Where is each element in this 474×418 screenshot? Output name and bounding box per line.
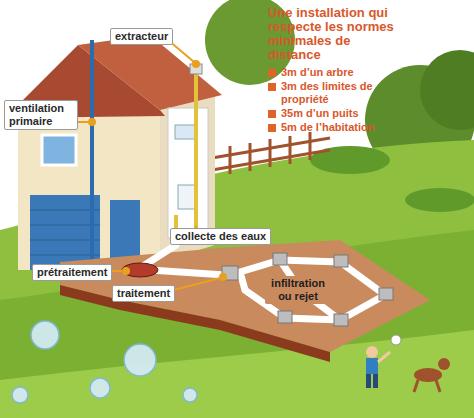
part-label: extracteur [110, 28, 173, 45]
part-label: prétraitement [32, 264, 112, 281]
legend-row: 5m de l’habitation [268, 121, 408, 134]
legend-title: Une installation qui respecte les normes… [268, 6, 400, 62]
legend-text: 35m d’un puits [281, 107, 359, 120]
legend-text: 3m des limites de propriété [281, 80, 408, 106]
part-label: traitement [112, 285, 175, 302]
legend-swatch [268, 110, 276, 118]
legend-swatch [268, 69, 276, 77]
legend-row: 35m d’un puits [268, 107, 408, 120]
part-label: ventilation primaire [4, 100, 78, 130]
legend-row: 3m des limites de propriété [268, 80, 408, 106]
legend-text: 5m de l’habitation [281, 121, 375, 134]
legend-text: 3m d’un arbre [281, 66, 354, 79]
legend-row: 3m d’un arbre [268, 66, 408, 79]
legend-swatch [268, 83, 276, 91]
part-label: infiltration ou rejet [265, 276, 331, 304]
part-label: collecte des eaux [170, 228, 271, 245]
legend-swatch [268, 124, 276, 132]
